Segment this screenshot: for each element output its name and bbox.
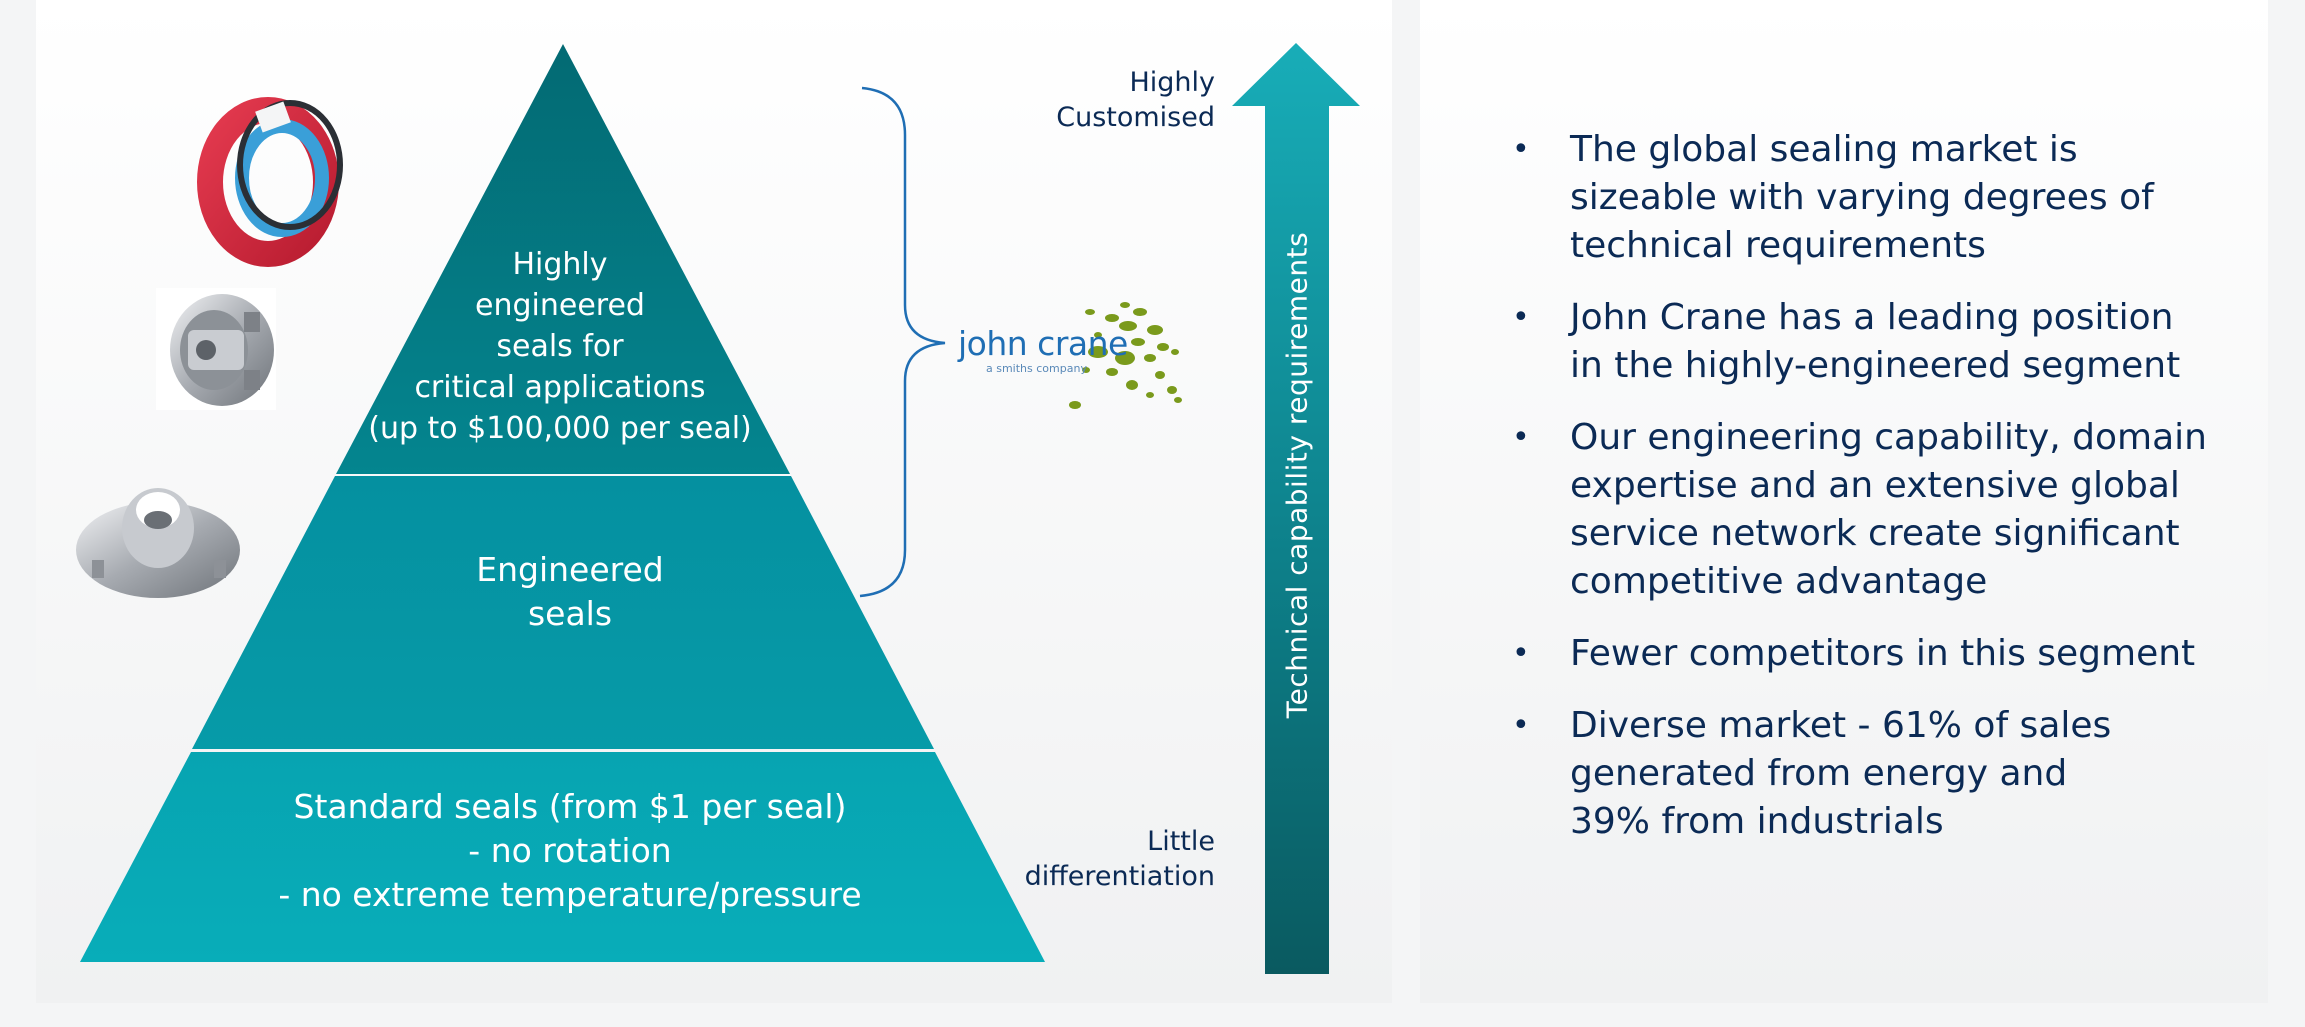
axis-top-line: Customised	[1056, 101, 1215, 133]
bullet-line: service network create significant	[1570, 513, 2180, 554]
axis-bottom-label: Little differentiation	[1025, 825, 1215, 894]
bullet-line: technical requirements	[1570, 225, 1986, 266]
tier-top-line: engineered	[475, 288, 645, 324]
bullet-line: 39% from industrials	[1570, 801, 1944, 842]
pyramid-tier-middle	[192, 476, 934, 749]
tier-middle-line: seals	[527, 594, 613, 634]
flange-seal-icon	[76, 488, 240, 598]
brand-name: john crane	[958, 324, 1128, 363]
tier-bottom-line: - no extreme temperature/pressure	[278, 875, 862, 915]
bullet-line: The global sealing market is	[1570, 129, 2078, 170]
bullet-line: competitive advantage	[1570, 561, 1988, 602]
tier-bottom-text: Standard seals (from $1 per seal) - no r…	[230, 785, 910, 918]
bullet-line: Diverse market - 61% of sales	[1570, 705, 2112, 746]
tier-top-line: (up to $100,000 per seal)	[368, 411, 752, 447]
bullet-line: John Crane has a leading position	[1570, 297, 2174, 338]
tier-bottom-line: Standard seals (from $1 per seal)	[293, 787, 847, 826]
split-seal-icon	[197, 97, 343, 267]
bullet-list: • The global sealing market is sizeable …	[1512, 126, 2252, 870]
pyramid-tier-top	[336, 44, 790, 474]
bullet-line: sizeable with varying degrees of	[1570, 177, 2154, 218]
bullet-dot-icon: •	[1512, 420, 1530, 455]
tier-top-line: Highly	[512, 247, 608, 282]
axis-bottom-line: Little	[1147, 826, 1215, 857]
bullet-item: • Diverse market - 61% of sales generate…	[1512, 702, 2252, 846]
tier-top-line: seals for	[496, 329, 624, 365]
bullet-item: • John Crane has a leading position in t…	[1512, 294, 2252, 390]
capability-arrow	[1232, 43, 1360, 974]
bullet-dot-icon: •	[1512, 300, 1530, 335]
bullet-item: • Fewer competitors in this segment	[1512, 630, 2252, 678]
bullet-line: expertise and an extensive global	[1570, 465, 2180, 506]
bullet-dot-icon: •	[1512, 132, 1530, 167]
arrow-label-text: Technical capability requirements	[1280, 231, 1314, 719]
brand-tagline: a smiths company	[986, 362, 1087, 375]
cartridge-seal-icon	[156, 288, 276, 410]
bullet-dot-icon: •	[1512, 636, 1530, 671]
bullet-item: • The global sealing market is sizeable …	[1512, 126, 2252, 270]
tier-middle-text: Engineered seals	[360, 548, 780, 636]
brand-logo: john crane a smiths company	[950, 296, 1190, 416]
bullet-item: • Our engineering capability, domain exp…	[1512, 414, 2252, 606]
bullet-dot-icon: •	[1512, 708, 1530, 743]
bullet-line: in the highly-engineered segment	[1570, 345, 2181, 386]
axis-bottom-line: differentiation	[1024, 860, 1215, 892]
brand-mark-icon	[1069, 302, 1182, 409]
tier-top-text: Highly engineered seals for critical app…	[330, 244, 790, 449]
pyramid-tier-bottom	[80, 752, 1045, 962]
bullets-panel	[1420, 0, 2268, 1003]
tier-middle-line: Engineered	[476, 550, 664, 589]
segment-brace	[859, 86, 946, 598]
bullet-line: Our engineering capability, domain	[1570, 417, 2207, 458]
bullet-line: Fewer competitors in this segment	[1570, 633, 2196, 674]
axis-top-label: Highly Customised	[1056, 66, 1215, 135]
tier-bottom-line: - no rotation	[468, 831, 672, 871]
tier-top-line: critical applications	[414, 370, 706, 406]
axis-top-line: Highly	[1129, 67, 1215, 98]
bullet-line: generated from energy and	[1570, 753, 2068, 794]
